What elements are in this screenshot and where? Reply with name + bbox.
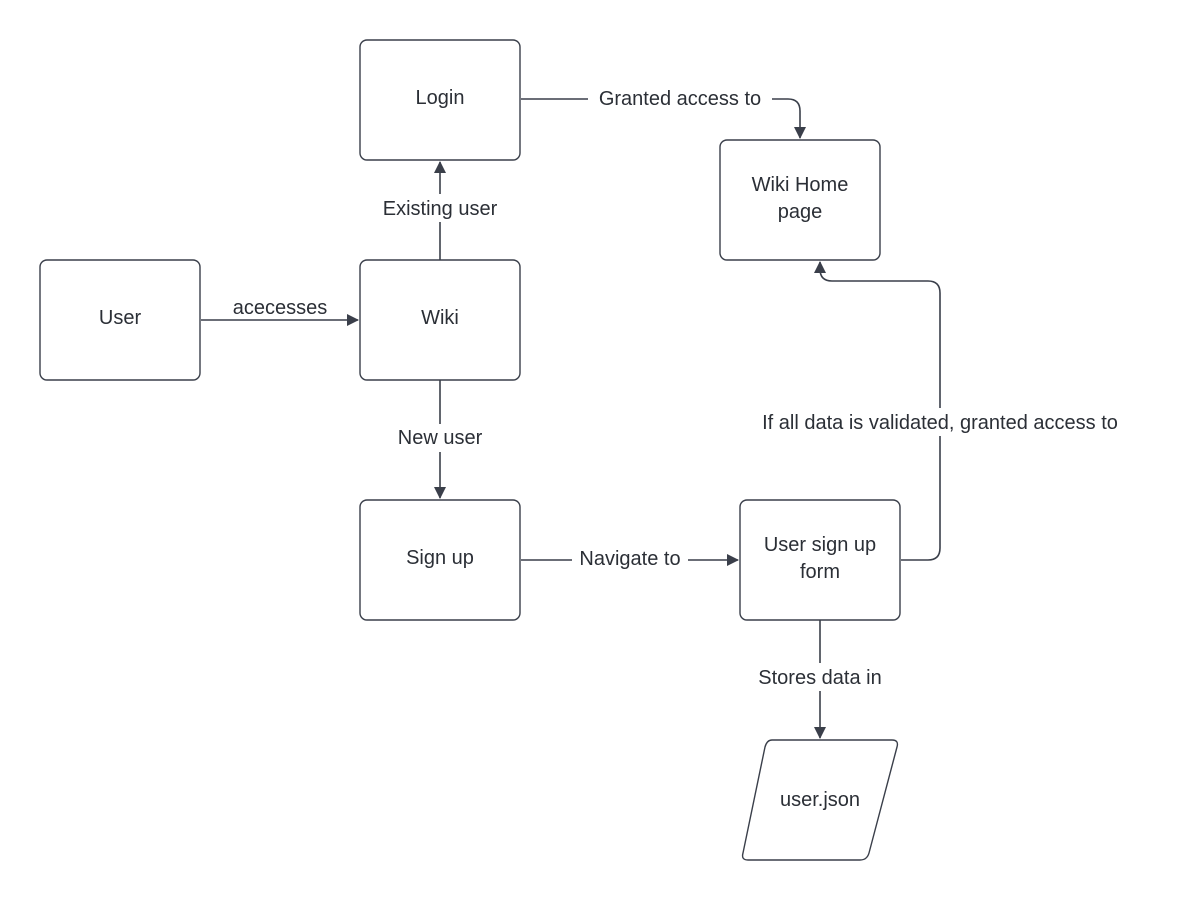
node-user-json-label: user.json [780, 789, 860, 811]
node-wiki-label: Wiki [421, 307, 459, 329]
node-signup-form-box [739, 499, 901, 621]
node-wiki[interactable]: Wiki [359, 259, 521, 381]
edge-login-to-home-line [521, 98, 806, 139]
edge-login-to-home-label: Granted access to [599, 88, 761, 110]
edge-login-to-home: Granted access to [521, 85, 806, 139]
node-wiki-home-label-line2: page [778, 201, 823, 223]
node-wiki-home[interactable]: Wiki Home page [719, 139, 881, 261]
node-user-json[interactable]: user.json [741, 739, 899, 861]
node-login-label: Login [416, 87, 465, 109]
edge-user-to-wiki: acecesses [201, 297, 359, 326]
edge-wiki-to-login-label: Existing user [383, 198, 498, 220]
edge-wiki-to-signup-label-bg [388, 424, 492, 452]
edge-wiki-to-signup-label: New user [398, 427, 483, 449]
node-wiki-box [359, 259, 521, 381]
edge-signup-to-form: Navigate to [521, 545, 739, 573]
node-signup-label: Sign up [406, 547, 474, 569]
node-user-json-shape [741, 739, 899, 861]
edge-user-to-wiki-label: acecesses [233, 297, 328, 319]
edge-wiki-to-login-label-bg [370, 194, 510, 222]
node-wiki-home-box [719, 139, 881, 261]
node-login[interactable]: Login [359, 39, 521, 161]
node-signup-box [359, 499, 521, 621]
edge-form-to-home-line [814, 261, 941, 561]
edge-form-to-home: If all data is validated, granted access… [738, 261, 1142, 561]
node-user-box [39, 259, 201, 381]
edge-form-to-home-label-bg [738, 408, 1142, 436]
edge-form-to-json: Stores data in [746, 620, 894, 739]
edge-form-to-json-label: Stores data in [758, 667, 881, 689]
edge-wiki-to-signup: New user [388, 380, 492, 499]
node-user-label: User [99, 307, 142, 329]
node-signup-form-label-line2: form [800, 561, 840, 583]
node-signup[interactable]: Sign up [359, 499, 521, 621]
edge-wiki-to-login: Existing user [370, 161, 510, 260]
node-user[interactable]: User [39, 259, 201, 381]
edge-form-to-home-label: If all data is validated, granted access… [762, 412, 1118, 434]
edge-login-to-home-label-bg [588, 85, 772, 113]
node-login-box [359, 39, 521, 161]
edge-form-to-json-label-bg [746, 663, 894, 691]
node-signup-form-label-line1: User sign up [764, 534, 876, 556]
edge-signup-to-form-label-bg [572, 545, 688, 573]
edge-signup-to-form-label: Navigate to [579, 548, 680, 570]
node-signup-form[interactable]: User sign up form [739, 499, 901, 621]
node-wiki-home-label-line1: Wiki Home [752, 174, 849, 196]
